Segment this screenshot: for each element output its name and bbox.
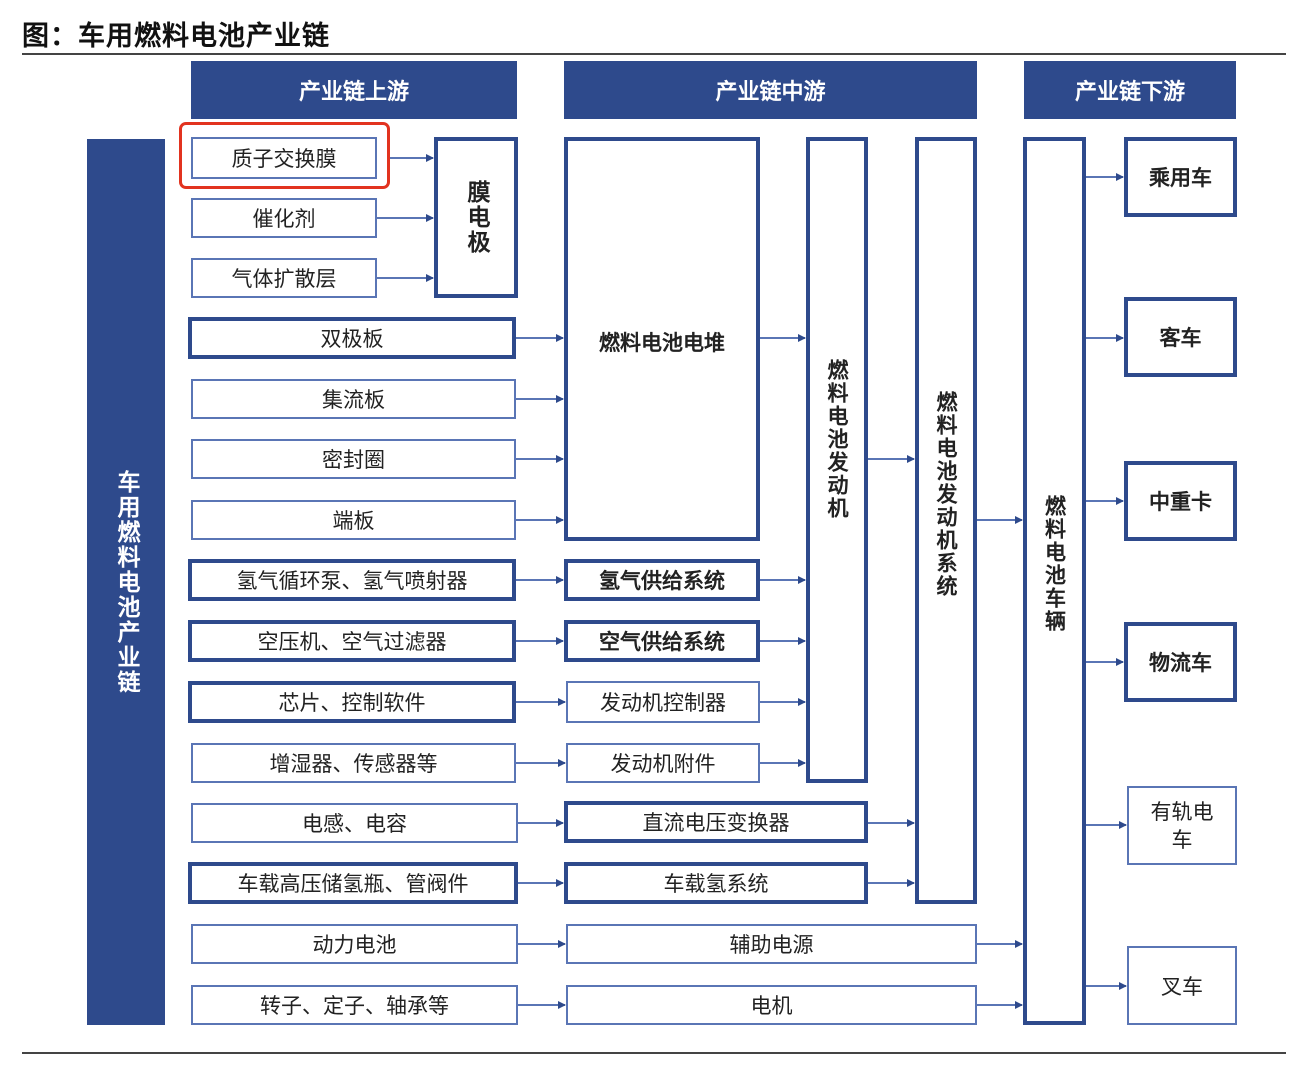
sidebar-chain-label: 车用燃料电池产业链 xyxy=(87,139,165,1025)
header-downstream: 产业链下游 xyxy=(1024,61,1236,119)
box-passenger-car: 乘用车 xyxy=(1124,137,1237,217)
sidebar-text: 车用燃料电池产业链 xyxy=(113,469,139,695)
box-h2-onboard-system: 车载氢系统 xyxy=(564,862,868,904)
box-chip-software: 芯片、控制软件 xyxy=(188,681,516,723)
box-fuel-cell-engine-system: 燃料电池发动机系统 xyxy=(915,137,977,904)
box-h2-supply-system: 氢气供给系统 xyxy=(564,559,760,601)
box-fuel-cell-vehicle-text: 燃料电池车辆 xyxy=(1042,495,1067,633)
box-bipolar-plate: 双极板 xyxy=(188,317,516,359)
top-rule xyxy=(22,53,1286,55)
box-forklift: 叉车 xyxy=(1127,946,1237,1025)
box-engine-controller: 发动机控制器 xyxy=(566,681,760,723)
box-fuel-cell-stack: 燃料电池电堆 xyxy=(564,137,760,541)
box-fuel-cell-vehicle: 燃料电池车辆 xyxy=(1023,137,1086,1025)
box-logistics-vehicle: 物流车 xyxy=(1124,622,1237,702)
box-inductor-capacitor: 电感、电容 xyxy=(191,803,518,843)
box-seal-ring: 密封圈 xyxy=(191,439,516,479)
box-bus: 客车 xyxy=(1124,297,1237,377)
box-tram: 有轨电车 xyxy=(1127,786,1237,865)
box-gas-diffusion-layer: 气体扩散层 xyxy=(191,258,377,298)
header-midstream: 产业链中游 xyxy=(564,61,977,119)
highlight-frame xyxy=(179,122,390,189)
box-fuel-cell-engine-text: 燃料电池发动机 xyxy=(825,359,849,520)
box-fuel-cell-engine-system-text: 燃料电池发动机系统 xyxy=(934,391,958,598)
box-end-plate: 端板 xyxy=(191,500,516,540)
box-rotor-stator: 转子、定子、轴承等 xyxy=(191,985,518,1025)
box-power-battery: 动力电池 xyxy=(191,924,518,964)
box-proton-exchange-membrane: 质子交换膜 xyxy=(191,137,377,179)
figure-title: 图：车用燃料电池产业链 xyxy=(22,21,330,52)
box-humidifier: 增湿器、传感器等 xyxy=(191,743,516,783)
box-h2-pump: 氢气循环泵、氢气喷射器 xyxy=(188,559,516,601)
box-heavy-truck: 中重卡 xyxy=(1124,461,1237,541)
box-air-supply-system: 空气供给系统 xyxy=(564,620,760,662)
box-engine-accessory: 发动机附件 xyxy=(566,743,760,783)
box-aux-power: 辅助电源 xyxy=(566,924,977,964)
box-fuel-cell-engine: 燃料电池发动机 xyxy=(806,137,868,783)
bottom-rule xyxy=(22,1052,1286,1054)
box-current-collector: 集流板 xyxy=(191,379,516,419)
box-membrane-electrode-text: 膜电极 xyxy=(463,180,489,255)
box-air-compressor: 空压机、空气过滤器 xyxy=(188,620,516,662)
header-upstream: 产业链上游 xyxy=(191,61,517,119)
box-dcdc-converter: 直流电压变换器 xyxy=(564,801,868,843)
box-catalyst: 催化剂 xyxy=(191,198,377,238)
box-membrane-electrode: 膜电极 xyxy=(434,137,518,298)
box-motor: 电机 xyxy=(566,985,977,1025)
box-h2-tank: 车载高压储氢瓶、管阀件 xyxy=(188,862,518,904)
